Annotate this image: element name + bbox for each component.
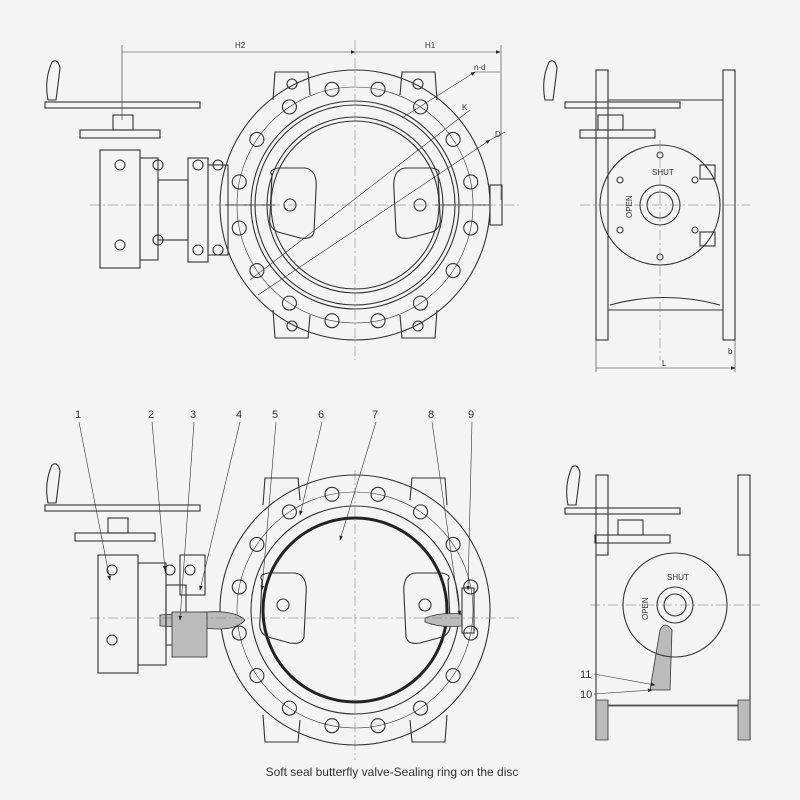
callout-leader: [299, 421, 323, 516]
callout-leader: [78, 421, 111, 581]
part-number-6: 6: [318, 409, 324, 421]
callout-leader: [431, 421, 462, 616]
bolt-hole: [445, 131, 461, 147]
b-label: b: [728, 347, 733, 356]
callout-leader: [178, 421, 195, 621]
front-view-section: [44, 463, 520, 760]
part-number-1: 1: [75, 409, 81, 421]
bolt-hole: [445, 263, 461, 279]
side-view-section: SHUT OPEN: [564, 465, 760, 741]
bolt-hole: [249, 668, 265, 684]
part-number-8: 8: [428, 409, 434, 421]
bolt-hole: [249, 536, 265, 552]
front-view-top: H2 H1 D n-d K: [44, 40, 520, 360]
sealing-ring: [261, 516, 449, 704]
bolt-hole: [231, 220, 247, 236]
open-mark: OPEN: [625, 195, 634, 218]
part-number-9: 9: [468, 409, 474, 421]
shut-mark-bottom: SHUT: [667, 573, 689, 582]
open-mark-bottom: OPEN: [641, 597, 650, 620]
bolt-holes: [231, 81, 479, 329]
bolt-hole: [370, 81, 386, 97]
bolt-hole: [324, 313, 340, 329]
bolt-hole: [249, 131, 265, 147]
bolt-hole: [324, 486, 340, 502]
part-number-2: 2: [148, 409, 154, 421]
bolt-hole: [463, 579, 479, 595]
part-number-4: 4: [236, 409, 242, 421]
h2-label: H2: [235, 41, 246, 50]
bolt-hole: [324, 81, 340, 97]
callout-leader: [593, 673, 656, 687]
bolt-hole: [324, 718, 340, 734]
handwheel: [44, 101, 201, 109]
bolt-hole: [370, 486, 386, 502]
bolt-hole: [231, 174, 247, 190]
callout-leader: [593, 688, 653, 695]
bolt-hole: [370, 718, 386, 734]
bolt-hole: [231, 625, 247, 641]
nd-label: n-d: [474, 63, 486, 72]
bolt-hole: [413, 295, 429, 311]
part-number-3: 3: [190, 409, 196, 421]
d-label: D: [495, 130, 501, 139]
caption: Soft seal butterfly valve-Sealing ring o…: [266, 765, 519, 779]
bolt-hole: [281, 700, 297, 716]
callout-leader: [260, 421, 277, 591]
bolt-hole: [413, 99, 429, 115]
callout-leader: [466, 421, 473, 591]
bolt-hole: [445, 668, 461, 684]
part-number-5: 5: [272, 409, 278, 421]
bolt-hole: [281, 99, 297, 115]
bolt-hole: [463, 220, 479, 236]
bolt-hole: [463, 174, 479, 190]
side-view-top: SHUT OPEN L b: [543, 60, 750, 372]
h1-label: H1: [425, 41, 436, 50]
part-number-11: 11: [580, 669, 591, 681]
l-label: L: [662, 359, 667, 368]
bolt-hole: [249, 263, 265, 279]
bolt-hole: [370, 313, 386, 329]
part-number-10: 10: [580, 689, 592, 701]
bolt-hole: [413, 700, 429, 716]
callout-leader: [339, 421, 377, 541]
callout-leader: [151, 421, 167, 571]
bolt-hole: [281, 295, 297, 311]
part-callouts: 1 2 3 4 5 6 7 8 9 10 11: [75, 409, 656, 701]
part-number-7: 7: [372, 409, 378, 421]
shut-mark: SHUT: [652, 168, 674, 177]
handwheel-handle: [46, 60, 61, 101]
callout-leader: [199, 421, 241, 591]
bolt-hole: [281, 504, 297, 520]
bolt-hole: [413, 504, 429, 520]
bolt-hole: [231, 579, 247, 595]
k-label: K: [462, 103, 468, 112]
bolt-hole: [445, 536, 461, 552]
